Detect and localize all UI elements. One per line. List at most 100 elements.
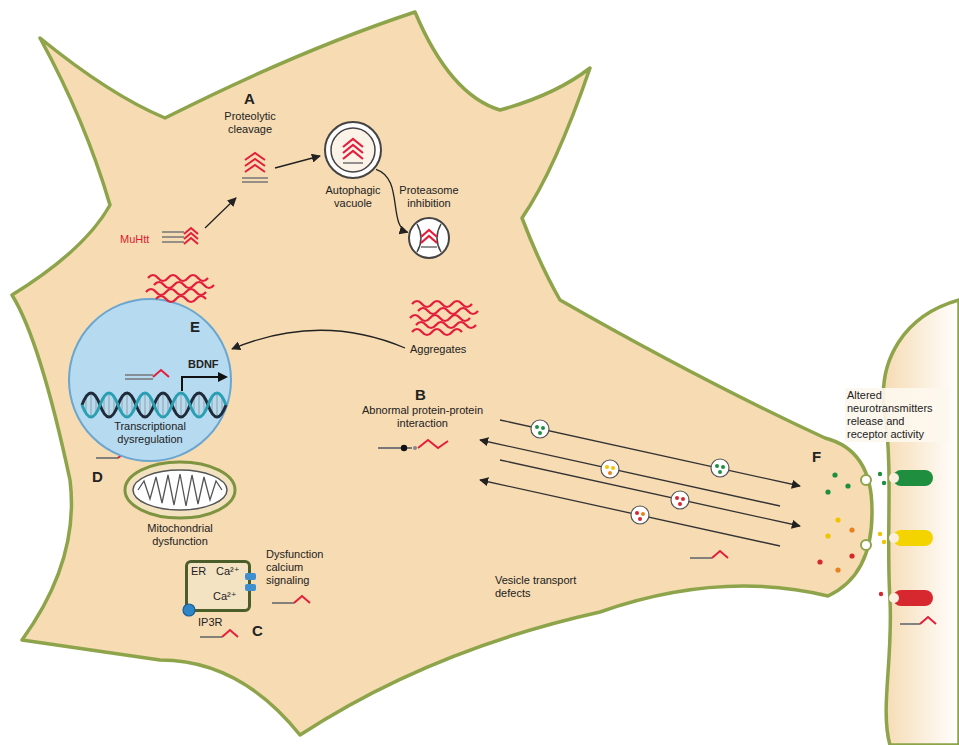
neurotransmitters	[832, 472, 837, 477]
transport-vesicles	[721, 465, 725, 469]
endoplasmic-reticulum-shape	[245, 573, 256, 580]
postsynaptic-cell	[883, 300, 959, 745]
vesicle-transport-tracks	[500, 460, 800, 526]
neurotransmitters	[817, 472, 886, 596]
mutant-htt-symbol	[184, 228, 198, 244]
autophagic-vacuole-shape	[343, 139, 363, 159]
transport-vesicles	[531, 420, 549, 438]
mutant-htt-symbol	[162, 232, 184, 242]
process-label: Aggregates	[410, 343, 466, 356]
nucleus-shape	[146, 289, 206, 295]
transport-vesicles	[541, 426, 545, 430]
mitochondrion	[133, 470, 227, 510]
mitochondrion	[125, 462, 235, 518]
neurotransmitters	[825, 533, 830, 538]
htt-symbol	[690, 557, 712, 559]
nucleus-shape	[82, 393, 226, 417]
transport-vesicles	[671, 491, 689, 509]
htt-symbol	[200, 630, 238, 637]
autophagic-vacuole: Autophagic vacuole	[323, 120, 383, 180]
callout-letter: D	[92, 468, 103, 485]
aggregates-cluster	[418, 308, 478, 314]
proteasome-shape	[407, 216, 451, 260]
proteasome-shape	[409, 218, 449, 258]
fusion-pits	[861, 475, 871, 485]
process-label: Proteolytic cleavage	[215, 110, 285, 136]
transport-vesicles	[711, 459, 729, 477]
autophagic-vacuole-shape	[325, 122, 381, 178]
htt-symbol	[900, 617, 936, 624]
autophagic-vacuole-shape	[331, 128, 375, 172]
endoplasmic-reticulum: ERCa²⁺Ca²⁺	[185, 560, 251, 612]
transport-vesicles	[535, 425, 539, 429]
fusion-pits	[861, 475, 871, 550]
ion-label: Ca²⁺	[213, 590, 237, 603]
proteasome-shape	[421, 246, 437, 248]
cleaved-fragments	[242, 153, 268, 182]
vesicle-transport-tracks	[500, 420, 800, 486]
htt-symbol	[272, 602, 294, 604]
nucleus-shape	[154, 282, 214, 288]
node-label: Transcriptional dysregulation	[100, 420, 200, 446]
neurotransmitters	[879, 592, 883, 596]
aggregates-cluster	[410, 301, 478, 335]
callout-letter: B	[415, 386, 426, 403]
neurotransmitters	[878, 532, 882, 536]
transport-vesicles	[641, 512, 645, 516]
htt-symbol	[96, 457, 118, 459]
neurotransmitters	[878, 472, 882, 476]
process-label: Altered neurotransmitters release and re…	[845, 388, 949, 442]
connector-arrow	[376, 169, 408, 232]
gene-name: BDNF	[188, 358, 219, 371]
interaction-symbol	[418, 440, 448, 448]
node-label: Autophagic vacuole	[318, 184, 388, 210]
htt-symbol	[920, 617, 936, 624]
transport-vesicles	[631, 506, 649, 524]
neurotransmitters	[845, 483, 850, 488]
process-label: Dysfunction calcium signaling	[266, 548, 338, 587]
nucleus-shape	[148, 275, 208, 281]
htt-symbol	[200, 636, 222, 638]
interaction-symbol	[401, 445, 407, 451]
transport-vesicles	[538, 431, 542, 435]
receptors	[889, 473, 899, 483]
transport-vesicles	[531, 420, 729, 524]
receptors	[889, 533, 899, 543]
nucleus-shape	[182, 377, 219, 391]
ion-label: Ca²⁺	[216, 565, 240, 578]
transport-vesicles	[678, 502, 682, 506]
proteasome-shape	[417, 224, 441, 252]
process-label: Vesicle transport defects	[495, 574, 590, 600]
interaction-symbol	[413, 446, 417, 450]
nucleus: EBDNFTranscriptional dysregulation	[68, 298, 232, 462]
neuron-outline	[12, 12, 872, 735]
aggregates-cluster	[410, 315, 470, 321]
htt-symbol	[712, 551, 728, 558]
fragment-to-vacuole-arrow	[275, 156, 320, 168]
fusion-pits	[861, 540, 871, 550]
endoplasmic-reticulum-shape	[183, 604, 195, 616]
nucleus-shape	[82, 393, 226, 417]
aggregates-cluster	[412, 329, 462, 335]
process-label: Abnormal protein-protein interaction	[355, 404, 490, 430]
mitochondrion	[125, 462, 235, 518]
cleaved-fragments	[245, 153, 265, 172]
vesicle-transport-tracks	[480, 440, 780, 506]
nucleus-shape	[218, 372, 228, 382]
mutant-htt-symbol	[162, 228, 198, 244]
transport-vesicles	[681, 497, 685, 501]
htt-symbol	[294, 596, 310, 603]
neurotransmitters	[849, 553, 854, 558]
endoplasmic-reticulum-shape	[245, 584, 256, 591]
aggregates-cluster	[416, 322, 476, 328]
receptors	[889, 593, 899, 603]
callout-letter: A	[244, 90, 255, 107]
nucleus-shape	[125, 375, 153, 379]
neurotransmitters	[882, 540, 886, 544]
interaction-symbol	[378, 440, 448, 451]
transport-vesicles	[675, 496, 679, 500]
htt-symbol	[900, 623, 920, 625]
proteasome: Proteasome inhibition	[407, 216, 451, 260]
